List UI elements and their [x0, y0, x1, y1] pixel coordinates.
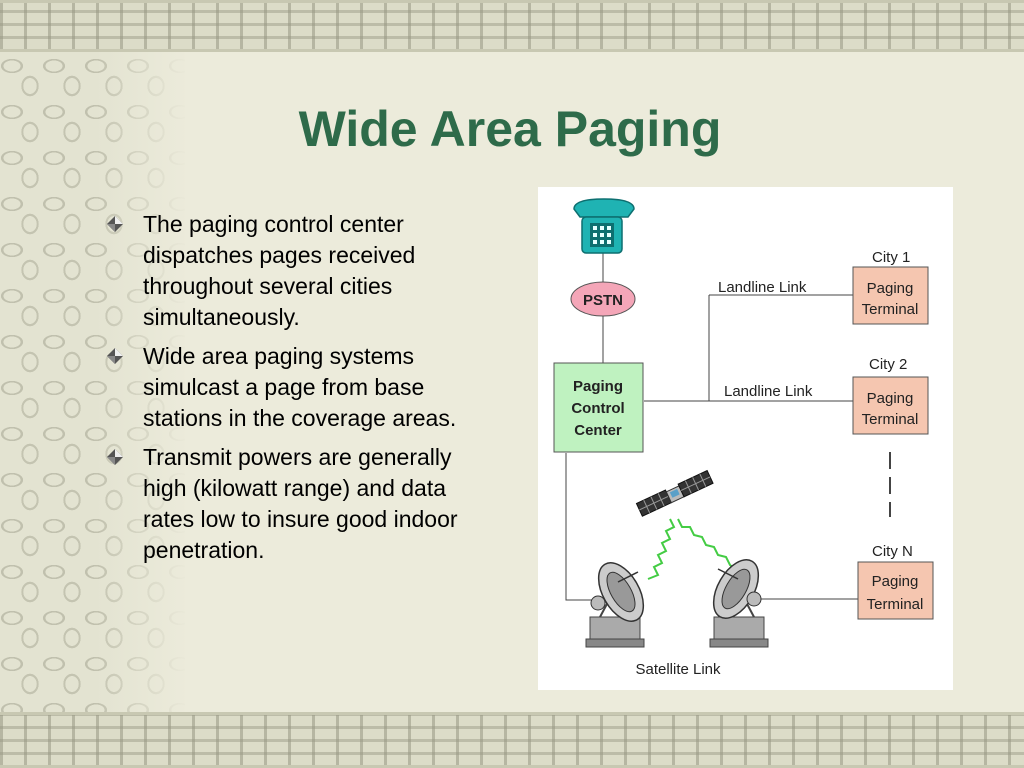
- bullet-item: The paging control center dispatches pag…: [105, 209, 485, 333]
- cityN-terminal-line2: Terminal: [867, 596, 924, 613]
- paging-control-center-node: Paging Control Center: [553, 362, 644, 453]
- city2-paging-terminal: Paging Terminal: [852, 376, 929, 435]
- diamond-bullet-icon: [107, 348, 123, 364]
- pstn-label: PSTN: [583, 292, 623, 309]
- slide-title: Wide Area Paging: [298, 101, 722, 157]
- city2-terminal-line1: Paging: [867, 390, 914, 407]
- cityN-label: City N: [872, 543, 913, 560]
- bullet-item: Wide area paging systems simulcast a pag…: [105, 341, 485, 434]
- connector-lines: [565, 249, 891, 601]
- diamond-bullet-icon: [107, 216, 123, 232]
- city1-terminal-line1: Paging: [867, 280, 914, 297]
- bullet-text: The paging control center dispatches pag…: [143, 211, 416, 330]
- paging-network-diagram: PSTN Paging Control Center Landline Link…: [538, 187, 953, 690]
- landline-link-label-1: Landline Link: [718, 279, 807, 296]
- telephone-icon: [573, 198, 635, 254]
- pstn-node: PSTN: [570, 281, 636, 317]
- control-center-label-line1: Paging: [573, 378, 623, 395]
- satellite-dish-left-icon: [585, 562, 645, 648]
- side-panel-fade: [95, 52, 190, 712]
- landline-link-label-2: Landline Link: [724, 383, 813, 400]
- bullet-text: Transmit powers are generally high (kilo…: [143, 444, 458, 563]
- bottom-border-pattern: [0, 712, 1024, 768]
- diagram-canvas: PSTN Paging Control Center Landline Link…: [553, 198, 934, 678]
- city2-label: City 2: [869, 356, 907, 373]
- control-center-label-line3: Center: [574, 422, 622, 439]
- diamond-bullet-icon: [107, 449, 123, 465]
- bullet-item: Transmit powers are generally high (kilo…: [105, 442, 485, 566]
- satellite-icon: [635, 469, 714, 517]
- city1-terminal-line2: Terminal: [862, 301, 919, 318]
- bullet-list: The paging control center dispatches pag…: [105, 209, 485, 574]
- satellite-link-label: Satellite Link: [635, 661, 721, 678]
- satellite-signal-beams: [647, 518, 739, 580]
- city2-terminal-line2: Terminal: [862, 411, 919, 428]
- cityN-paging-terminal: Paging Terminal: [857, 561, 934, 620]
- bullet-text: Wide area paging systems simulcast a pag…: [143, 343, 457, 431]
- control-center-label-line2: Control: [571, 400, 624, 417]
- city1-label: City 1: [872, 249, 910, 266]
- satellite-dish-right-icon: [709, 559, 769, 648]
- cityN-terminal-line1: Paging: [872, 573, 919, 590]
- city1-paging-terminal: Paging Terminal: [852, 266, 929, 325]
- top-border-pattern: [0, 0, 1024, 52]
